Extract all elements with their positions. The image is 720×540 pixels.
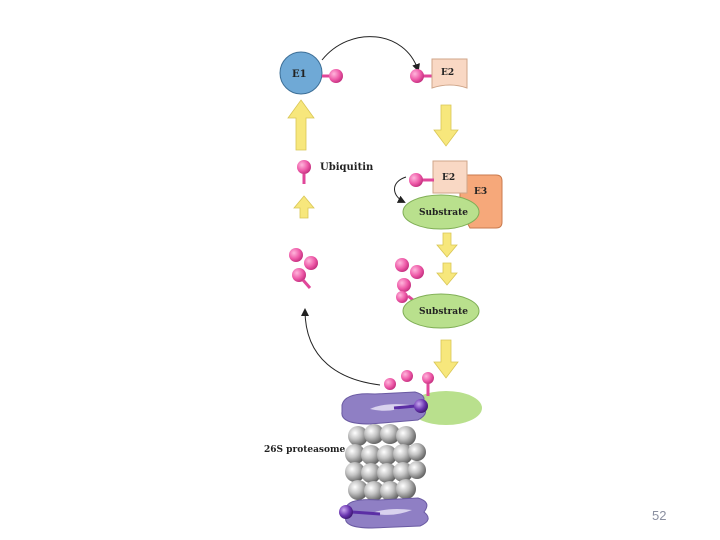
ubiquitin-icon xyxy=(297,160,311,174)
ubiquitin-icon xyxy=(329,69,343,83)
down-arrow-e2 xyxy=(433,104,459,147)
substrate-bottom-label: Substrate xyxy=(419,307,468,317)
up-arrow-upper xyxy=(287,99,315,151)
e2-enzyme-top: E2 xyxy=(410,58,468,89)
e2-mid-label: E2 xyxy=(442,173,455,183)
proteasome-core xyxy=(345,424,426,501)
page-number: 52 xyxy=(652,508,667,523)
free-ubiquitin-chain xyxy=(289,248,318,289)
transfer-arrow-e1-e2 xyxy=(321,36,420,72)
recycle-arrow xyxy=(301,308,381,386)
e1-enzyme: E1 xyxy=(279,51,343,95)
down-arrow-middle xyxy=(436,232,458,258)
down-arrow-chain xyxy=(436,262,458,286)
substrate-bottom: Substrate xyxy=(402,293,480,329)
down-arrow-proteasome xyxy=(433,339,459,379)
ubiquitin-label: Ubiquitin xyxy=(320,162,374,173)
proteasome-label: 26S proteasome xyxy=(264,445,346,455)
transfer-arrow-e2-substrate xyxy=(394,176,407,203)
ubiquitin-icon xyxy=(409,173,423,187)
proteasome-26s xyxy=(339,370,482,529)
substrate-top-label: Substrate xyxy=(419,208,468,218)
up-arrow-lower xyxy=(293,195,315,219)
e2-e3-substrate-complex: E3 E2 Substrate xyxy=(402,160,503,230)
ubiquitin-icon xyxy=(410,69,424,83)
ubiquitin-legend: Ubiquitin xyxy=(297,160,374,184)
e3-label: E3 xyxy=(474,187,487,197)
e1-label: E1 xyxy=(292,69,307,80)
e2-top-label: E2 xyxy=(441,68,454,78)
